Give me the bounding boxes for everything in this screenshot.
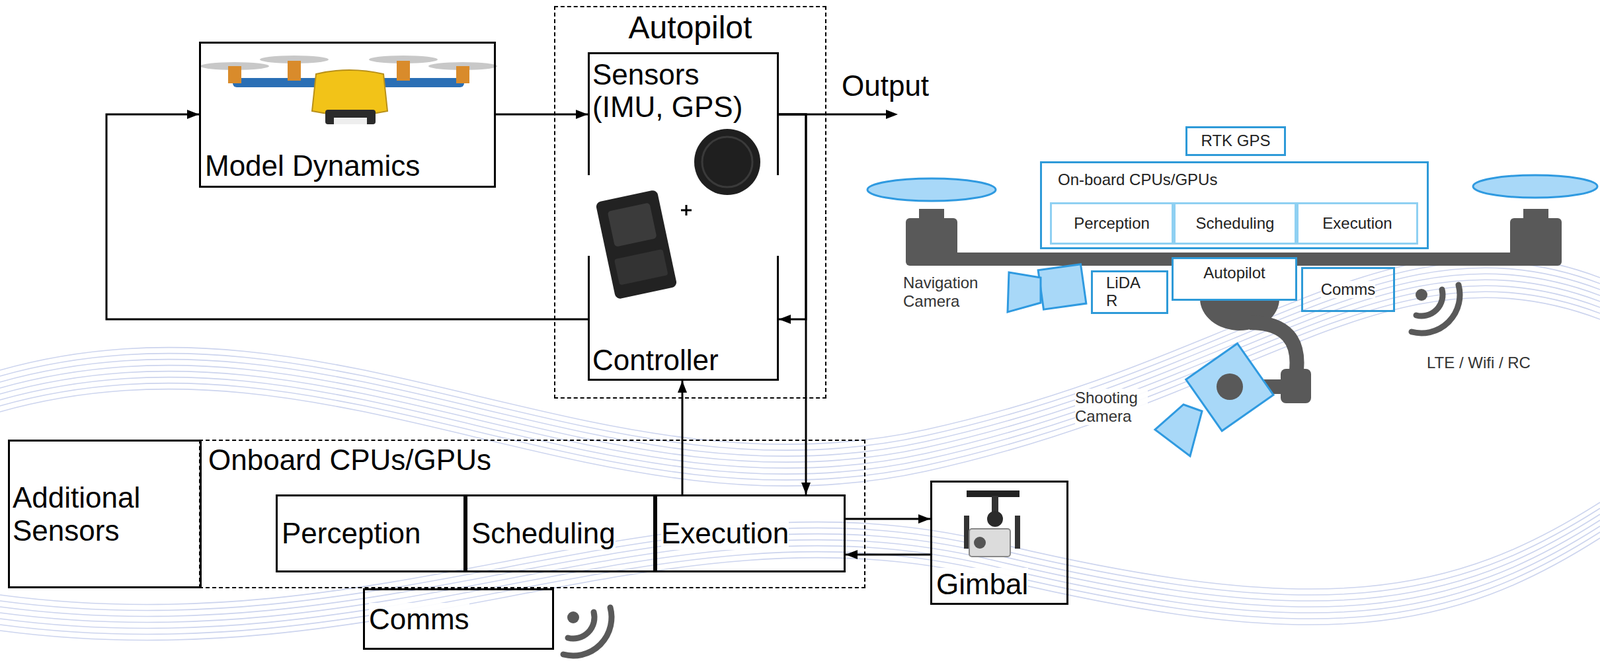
component-box: Perception [1049, 202, 1174, 245]
drone-picture [200, 55, 498, 125]
node-text: Onboard CPUs/GPUs [208, 443, 492, 477]
connector-arrow [778, 114, 806, 495]
connector-arrow [845, 554, 931, 557]
node-text: Sensors (IMU, GPS) [592, 58, 758, 124]
process-box: Additional Sensors [7, 439, 202, 589]
component-box: Autopilot [1171, 257, 1298, 301]
component-box: RTK GPS [1185, 126, 1286, 157]
node-text: Autopilot [1203, 264, 1265, 283]
node-text: Execution [1322, 214, 1392, 233]
node-text: Perception [1073, 214, 1150, 233]
wireless-icon [563, 607, 612, 656]
process-box: Perception [275, 494, 466, 573]
node-text: Scheduling [471, 517, 616, 550]
node-text: Comms [368, 602, 470, 636]
process-box: Execution [655, 494, 846, 573]
node-text: Autopilot [628, 9, 753, 46]
node-text: LiDA R [1106, 274, 1146, 311]
process-box: Model Dynamics [199, 41, 496, 188]
annotation-label: LTE / Wifi / RC [1426, 353, 1531, 373]
component-box: Scheduling [1173, 202, 1297, 245]
connector-arrow [106, 114, 588, 320]
drone-schematic [867, 175, 1598, 457]
node-text: Gimbal [936, 567, 1029, 601]
wave-lines [0, 255, 1600, 640]
process-box: Sensors (IMU, GPS) [587, 52, 779, 176]
wireless-icon [1411, 284, 1460, 334]
component-box: LiDA R [1090, 270, 1169, 315]
annotation-label: Shooting Camera [1075, 388, 1148, 426]
node-text: Comms [1320, 280, 1376, 299]
node-text: Model Dynamics [204, 149, 420, 182]
connector-arrow [778, 114, 806, 320]
node-text: Perception [281, 517, 421, 550]
component-box: Execution [1296, 202, 1419, 245]
node-text: RTK GPS [1201, 132, 1271, 151]
group-box: AutopilotSensors (IMU, GPS) Controller [554, 5, 827, 399]
connector-arrow [845, 518, 931, 521]
gimbal-picture [963, 490, 1021, 557]
node-text: Additional Sensors [12, 481, 196, 547]
process-box: Comms [362, 588, 555, 650]
node-text: Controller [592, 343, 719, 377]
annotation-label: Output [841, 69, 929, 104]
component-box: Comms [1301, 267, 1396, 313]
node-text: On-board CPUs/GPUs [1057, 171, 1218, 190]
process-box: Scheduling [465, 494, 656, 573]
process-box: Gimbal [930, 480, 1069, 605]
connector-arrow [495, 113, 588, 116]
group-box: Onboard CPUs/GPUsPerception Scheduling Exe… [199, 439, 866, 589]
annotation-label: Navigation Camera [903, 273, 986, 311]
flight-controller-picture [595, 128, 761, 300]
process-box: Controller [587, 255, 779, 381]
node-text: Scheduling [1196, 214, 1275, 233]
component-group: On-board CPUs/GPUsPerception Scheduling Ex… [1040, 161, 1429, 250]
node-text: Execution [661, 517, 789, 550]
